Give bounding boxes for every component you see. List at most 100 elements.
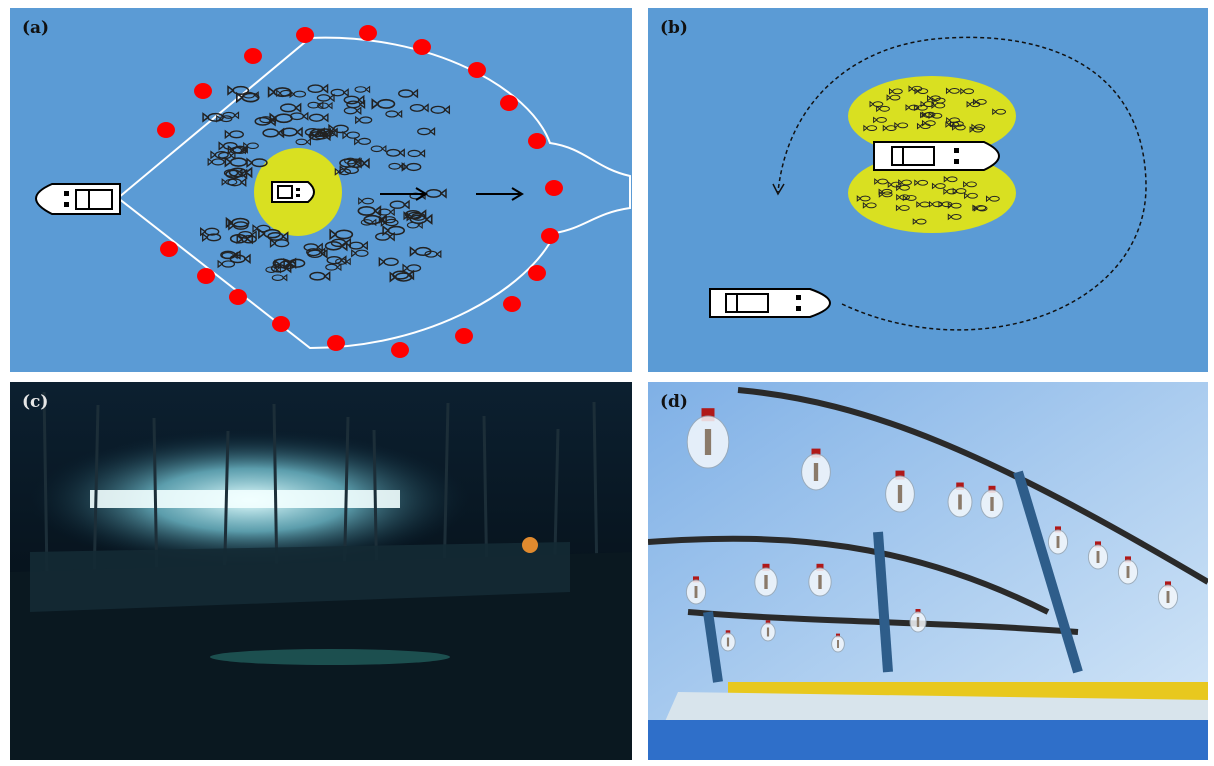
fish-icon [378,207,395,217]
float-icon [391,342,409,358]
fish-icon [355,115,373,125]
float-icon [455,328,473,344]
fish-icon [916,122,931,130]
fish-icon [404,209,427,220]
fish-icon [876,105,890,113]
fish-icon [914,87,929,95]
fish-icon [914,179,929,187]
fish-icon [272,257,297,270]
float-icon [500,95,518,111]
fish-icon [973,205,988,212]
fish-icon [317,101,333,110]
light-bulb-icon [831,633,845,653]
fish-icon [382,225,405,237]
light-bulb-icon [1117,556,1139,585]
float-icon [528,265,546,281]
light-bulb-icon [885,470,915,513]
fish-icon [888,87,903,95]
fish-icon [960,87,975,95]
float-icon [197,268,215,284]
fish-icon [319,129,336,138]
float-icon [503,296,521,312]
fish-icon [246,157,268,168]
fish-icon [224,129,244,140]
fish-icon [308,112,329,123]
fish-icon [269,238,290,248]
float-icon [541,228,559,244]
fish-icon [385,109,403,119]
fish-icon [378,256,399,267]
float-icon [272,316,290,332]
fish-icon [389,199,410,210]
float-icon [244,48,262,64]
fish-icon [985,195,1000,203]
light-bulb-icon [947,482,973,518]
panel-label-d: (d) [660,392,688,412]
fish-icon [951,124,966,131]
fish-icon [969,126,984,133]
fish-icon [882,124,897,132]
light-bulb-icon [1087,541,1109,570]
fish-icon [896,184,910,192]
fish-icon [398,88,419,99]
fish-icon [221,178,238,186]
fish-icon [307,101,324,110]
fish-icon [343,106,362,115]
fish-icon [430,105,451,115]
fish-icon [242,91,259,100]
fish-icon [931,182,946,190]
fish-icon [873,116,887,124]
fish-icon [862,201,877,209]
fish-icon [351,248,369,258]
fish-school [856,85,1006,225]
seiner-boat-icon [35,183,121,215]
fish-icon [276,89,293,98]
fish-icon [202,232,222,243]
fish-icon [348,240,368,251]
float-icon [296,27,314,43]
float-icon [327,335,345,351]
fish-icon [222,111,240,120]
fish-icon [289,111,309,121]
fish-icon [943,175,958,183]
direction-arrow-icon [380,187,524,201]
fish-icon [896,193,910,201]
light-bulb-icon [1047,526,1069,555]
fish-icon [920,100,935,108]
fish-icon [972,98,987,106]
hull-deck [30,542,570,612]
fish-icon [202,112,224,123]
fish-icon [894,121,909,129]
panel-d-lamp-bulbs-photo: (d) [648,382,1208,760]
fish-icon [225,216,250,229]
lamp-photo [648,382,1208,760]
light-bulb-icon [685,576,707,605]
fish-icon [927,94,941,102]
fish-icon [252,224,271,234]
fish-icon [295,138,311,146]
net-floats [157,25,563,358]
float-icon [160,241,178,257]
fish-icon [874,178,888,185]
lamp-row [90,490,400,508]
fish-icon [262,127,285,139]
fish-icon [963,180,977,188]
fish-icon [330,88,349,98]
orange-buoy [522,537,538,553]
poles [703,470,1083,683]
water-glow [210,649,450,665]
fish-icon [920,111,934,119]
fish-icon [912,218,927,225]
fish-icon [227,144,248,155]
fish-icon [307,248,328,259]
fish-icon [330,237,352,248]
seiner-boat-icon [709,288,831,318]
fish-icon [210,150,229,160]
fish-icon [386,148,405,158]
circling-arrow-icon [772,183,785,196]
fish-icon [217,259,236,269]
fish-icon [371,98,396,110]
fish-icon [229,253,251,264]
light-bulb-icon [1157,581,1179,610]
fish-icon [289,90,307,99]
